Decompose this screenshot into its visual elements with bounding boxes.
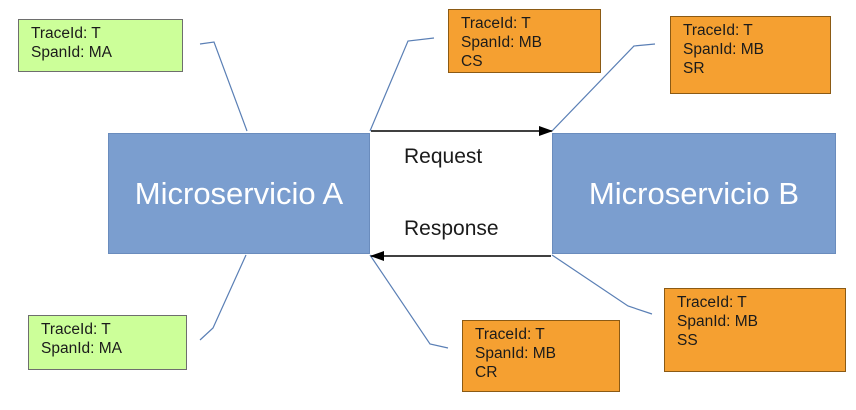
connector-sr	[551, 43, 656, 132]
event-text: SS	[677, 332, 698, 349]
trace-id-text: TraceId: T	[683, 22, 753, 39]
trace-id-text: TraceId: T	[677, 294, 747, 311]
note-client-receive: TraceId: T SpanId: MB CR	[462, 320, 620, 392]
microservice-b-label: Microservicio B	[588, 175, 800, 211]
note-server-send: TraceId: T SpanId: MB SS	[664, 288, 846, 372]
span-id-text: SpanId: MB	[461, 34, 542, 51]
note-span-ma-bottom: TraceId: T SpanId: MA	[28, 315, 187, 370]
span-id-text: SpanId: MB	[683, 41, 764, 58]
trace-id-text: TraceId: T	[31, 25, 101, 42]
trace-id-text: TraceId: T	[41, 321, 111, 338]
connector-ma-top	[199, 41, 248, 132]
event-text: SR	[683, 60, 705, 77]
span-id-text: SpanId: MA	[41, 340, 122, 357]
microservice-b-box: Microservicio B	[552, 133, 836, 254]
event-text: CR	[475, 364, 498, 381]
span-id-text: SpanId: MB	[677, 313, 758, 330]
event-text: CS	[461, 53, 483, 70]
microservice-a-label: Microservicio A	[134, 175, 344, 211]
connector-ma-bot	[199, 254, 247, 341]
request-label: Request	[404, 145, 483, 168]
span-id-text: SpanId: MB	[475, 345, 556, 362]
trace-id-text: TraceId: T	[461, 15, 531, 32]
connector-ss	[551, 254, 653, 315]
note-span-ma-top: TraceId: T SpanId: MA	[18, 19, 183, 72]
note-server-receive: TraceId: T SpanId: MB SR	[670, 16, 831, 94]
response-label: Response	[404, 217, 499, 240]
microservice-a-box: Microservicio A	[108, 133, 370, 254]
trace-id-text: TraceId: T	[475, 326, 545, 343]
connector-cs	[369, 37, 435, 132]
connector-cr	[369, 254, 449, 349]
span-id-text: SpanId: MA	[31, 44, 112, 61]
note-client-send: TraceId: T SpanId: MB CS	[448, 9, 601, 73]
